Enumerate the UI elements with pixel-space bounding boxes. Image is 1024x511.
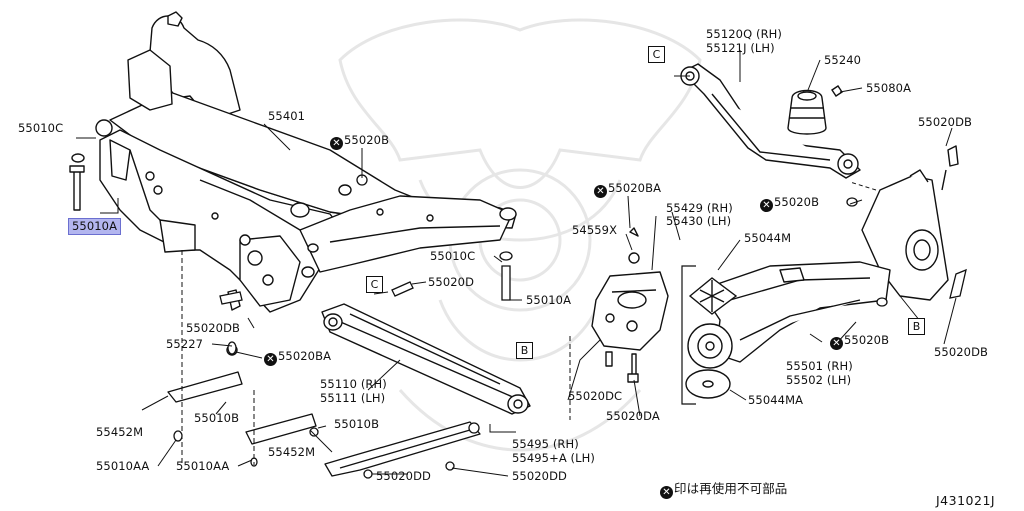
label-55010AA-left: 55010AA (96, 459, 150, 473)
label-55010C-left: 55010C (18, 121, 64, 135)
label-55121J: 55121J (LH) (706, 41, 775, 55)
reference-code: J431021J (936, 493, 996, 508)
label-55020DD-2: 55020DD (512, 469, 567, 483)
x-mark-icon: ✕ (830, 337, 843, 350)
label-55429: 55429 (RH) (666, 201, 733, 215)
label-55495A: 55495+A (LH) (512, 451, 595, 465)
label-55020B-mid: ✕55020B (760, 196, 819, 212)
ref-box-b-mid: B (516, 342, 533, 359)
label-55020B-right: ✕55020B (830, 334, 889, 350)
label-55010B-mid: 55010B (334, 417, 380, 431)
ref-box-c-mid: C (366, 276, 383, 293)
label-55020DB-right: 55020DB (934, 345, 989, 359)
label-55120Q: 55120Q (RH) (706, 27, 783, 41)
label-55227: 55227 (166, 337, 204, 351)
label-55020D: 55020D (428, 275, 475, 289)
label-55010B-left: 55010B (194, 411, 240, 425)
label-55010A-mid: 55010A (526, 293, 572, 307)
label-55020DD: 55020DD (376, 469, 431, 483)
label-55010AA-mid: 55010AA (176, 459, 230, 473)
label-55401: 55401 (268, 109, 306, 123)
label-55452M-mid: 55452M (268, 445, 316, 459)
label-55080A: 55080A (866, 81, 912, 95)
legend-non-reusable: ✕印は再使用不可部品 (660, 482, 787, 499)
label-55020BA-top: ✕55020BA (594, 182, 661, 198)
label-55495: 55495 (RH) (512, 437, 579, 451)
ref-box-b-right: B (908, 318, 925, 335)
label-55430: 55430 (LH) (666, 214, 732, 228)
upper-arm-55120 (680, 63, 861, 179)
label-55044MA: 55044MA (748, 393, 804, 407)
bracket-55429 (591, 227, 669, 383)
label-54559X: 54559X (572, 223, 618, 237)
label-55044M: 55044M (744, 231, 792, 245)
brackets-55452M (167, 371, 317, 445)
label-55502: 55502 (LH) (786, 373, 852, 387)
x-mark-icon: ✕ (594, 185, 607, 198)
label-55020BA-mid: ✕55020BA (264, 350, 331, 366)
label-55020DC: 55020DC (568, 389, 623, 403)
bump-stop-55240 (787, 85, 843, 135)
trailing-arm-55501 (699, 261, 891, 363)
leader-lines (76, 50, 957, 477)
label-55020DB-top: 55020DB (918, 115, 973, 129)
lower-link-55110 (321, 303, 531, 415)
spring-pads-55044 (685, 277, 738, 399)
ref-box-c-top: C (648, 46, 665, 63)
x-mark-icon: ✕ (660, 486, 673, 499)
x-mark-icon: ✕ (330, 137, 343, 150)
label-55111: 55111 (LH) (320, 391, 386, 405)
fasteners (173, 174, 967, 479)
rear-subframe-55401 (69, 11, 517, 356)
spring-pad-bracket (681, 265, 696, 405)
label-55501: 55501 (RH) (786, 359, 853, 373)
label-55020DA: 55020DA (606, 409, 660, 423)
x-mark-icon: ✕ (760, 199, 773, 212)
label-55010C-mid: 55010C (430, 249, 476, 263)
label-55452M-left: 55452M (96, 425, 144, 439)
x-mark-icon: ✕ (264, 353, 277, 366)
label-55020B-top: ✕55020B (330, 134, 389, 150)
lateral-link-55495 (324, 421, 481, 477)
label-55020DB-left: 55020DB (186, 321, 241, 335)
label-55010A-highlight[interactable]: 55010A (68, 218, 122, 235)
label-55240: 55240 (824, 53, 862, 67)
label-55110: 55110 (RH) (320, 377, 387, 391)
